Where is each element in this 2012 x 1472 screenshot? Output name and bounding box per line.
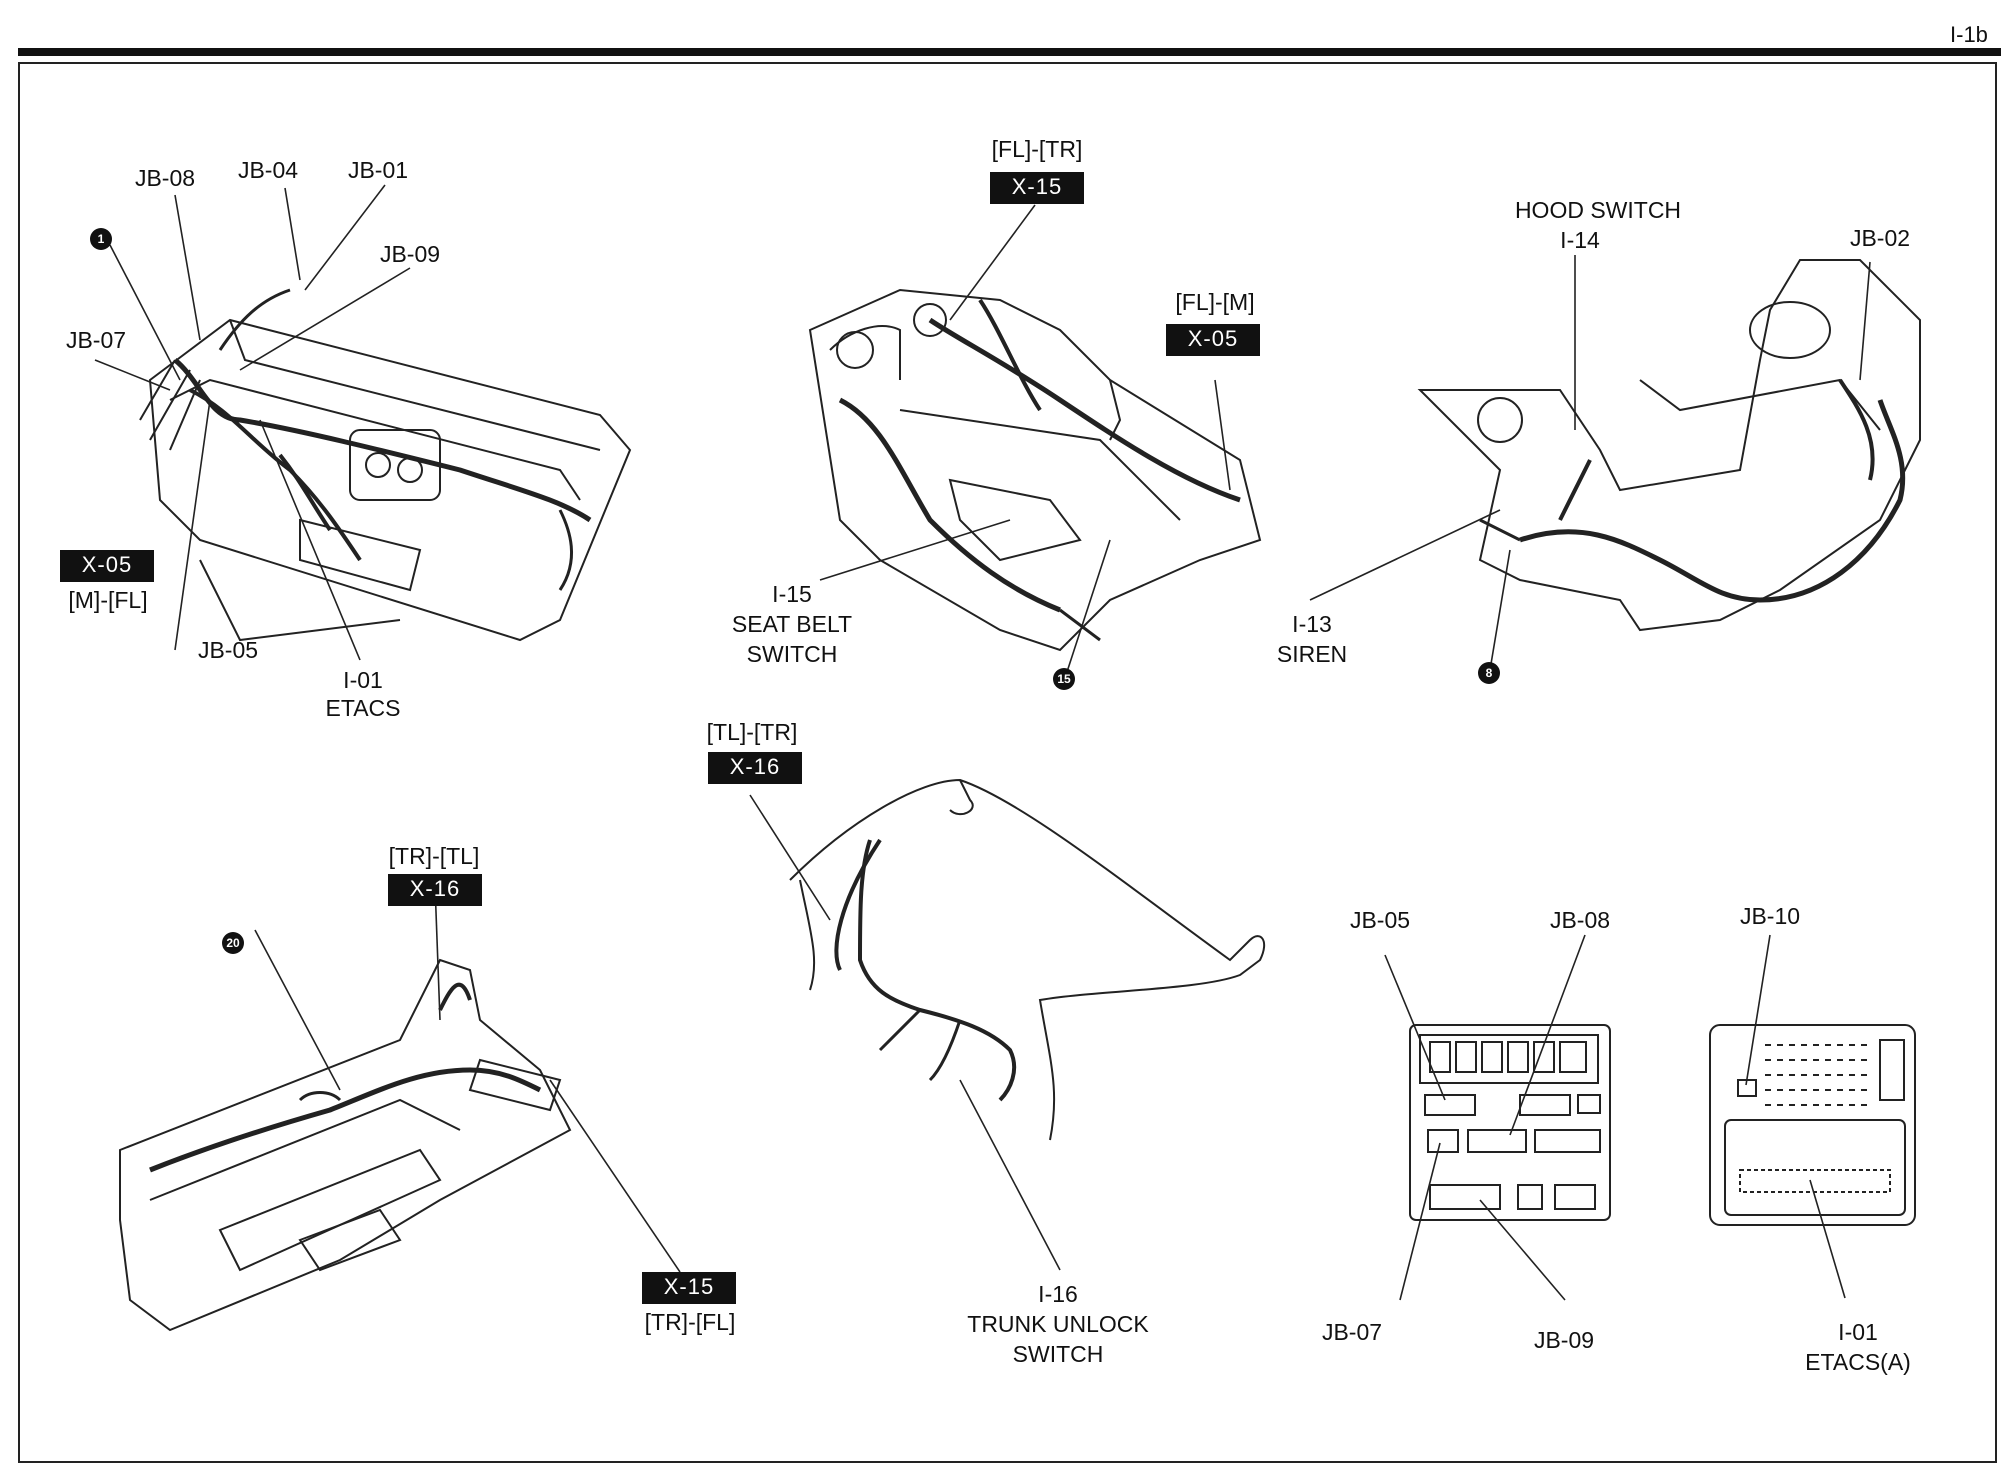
- label-switch-1: SWITCH: [746, 641, 838, 667]
- leader-lines: [94, 184, 1871, 1301]
- page-id: I-1b: [1950, 22, 1988, 47]
- ground-point-1: 1: [90, 228, 112, 250]
- label-i01-detail: I-01: [1838, 1319, 1878, 1345]
- ground-point-20: 20: [222, 932, 244, 954]
- label-seat-belt: SEAT BELT: [731, 611, 853, 637]
- trunk-floor-drawing: [119, 958, 572, 1332]
- label-fl-m: [FL]-[M]: [1175, 289, 1255, 315]
- label-jb09: JB-09: [379, 241, 441, 267]
- label-switch-2: SWITCH: [1012, 1341, 1104, 1367]
- instrument-panel-drawing: [139, 288, 632, 642]
- label-jb05-detail: JB-05: [1349, 907, 1411, 933]
- connector-x16-mid: X-16: [708, 752, 802, 784]
- diagram-frame: [18, 62, 1997, 1463]
- label-i13: I-13: [1292, 611, 1332, 637]
- label-etacs-a: ETACS(A): [1805, 1349, 1911, 1375]
- label-jb10: JB-10: [1739, 903, 1801, 929]
- trunk-lid-drawing: [789, 778, 1266, 1141]
- ground-point-15: 15: [1053, 668, 1075, 690]
- label-hood-switch: HOOD SWITCH: [1514, 197, 1682, 223]
- label-jb08: JB-08: [134, 165, 196, 191]
- label-jb07-detail: JB-07: [1321, 1319, 1383, 1345]
- connector-x15-bottom: X-15: [642, 1272, 736, 1304]
- label-jb08-detail: JB-08: [1549, 907, 1611, 933]
- connector-x05-left: X-05: [60, 550, 154, 582]
- label-jb05: JB-05: [197, 637, 259, 663]
- junction-block-drawing: [1409, 1024, 1611, 1221]
- header-rule: [18, 48, 2001, 56]
- label-i14: I-14: [1560, 227, 1600, 253]
- label-m-fl: [M]-[FL]: [68, 587, 148, 613]
- engine-bay-drawing: [1417, 259, 1921, 632]
- connector-x16-left: X-16: [388, 874, 482, 906]
- label-i16: I-16: [1038, 1281, 1078, 1307]
- connector-x05-top: X-05: [1166, 324, 1260, 356]
- connector-x15-top: X-15: [990, 172, 1084, 204]
- label-jb07: JB-07: [65, 327, 127, 353]
- label-i01: I-01: [343, 667, 383, 693]
- label-jb02: JB-02: [1849, 225, 1911, 251]
- label-jb04: JB-04: [237, 157, 299, 183]
- label-jb09-detail: JB-09: [1533, 1327, 1595, 1353]
- label-tr-fl: [TR]-[FL]: [644, 1309, 736, 1335]
- label-fl-tr: [FL]-[TR]: [991, 136, 1083, 162]
- ground-point-8: 8: [1478, 662, 1500, 684]
- label-etacs: ETACS: [325, 695, 401, 721]
- label-i15: I-15: [772, 581, 812, 607]
- etacs-module-drawing: [1709, 1024, 1916, 1226]
- floor-harness-drawing: [808, 288, 1262, 652]
- label-siren: SIREN: [1276, 641, 1348, 667]
- label-tl-tr: [TL]-[TR]: [706, 719, 798, 745]
- label-trunk-unlock: TRUNK UNLOCK: [967, 1311, 1149, 1337]
- label-tr-tl: [TR]-[TL]: [388, 843, 480, 869]
- label-jb01: JB-01: [347, 157, 409, 183]
